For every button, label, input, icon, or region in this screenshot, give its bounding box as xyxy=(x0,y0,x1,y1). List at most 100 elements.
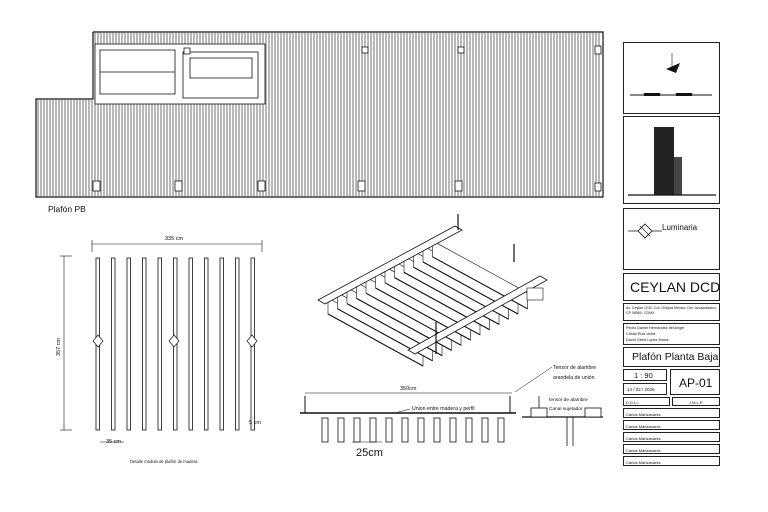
edge-dimension-label: 5 cm xyxy=(249,420,261,426)
reviewer-row: Carlos Manzanarez xyxy=(623,444,720,454)
reviewer-name: Carlos Manzanarez xyxy=(626,424,661,429)
iso-slats xyxy=(327,240,528,367)
date-panel: 14 / 02 / 2026 xyxy=(623,383,667,395)
luminaria-icon xyxy=(628,223,662,239)
tensor-small-label: tensor de alambre xyxy=(549,397,588,403)
spacing-dimension-label: 35 cm xyxy=(106,439,121,445)
module-detail: 335 cm 357 cm 35 cm 5 cm Detalle módulo … xyxy=(56,236,263,464)
section-slat xyxy=(417,417,425,443)
sheet-title: Plafón Planta Baja xyxy=(632,351,719,363)
plan-column xyxy=(174,180,183,192)
plan-column xyxy=(357,180,366,192)
section-slats xyxy=(321,417,505,443)
sheet-number: AP-01 xyxy=(679,376,713,390)
code-left: D.D.L.I. xyxy=(626,400,640,405)
section-slat xyxy=(401,417,409,443)
company-panel: CEYLAN DCD xyxy=(623,273,720,301)
team-member: Cristal Ruiz Uribe xyxy=(626,332,656,336)
iso-channel xyxy=(407,275,548,355)
plan-column xyxy=(92,180,101,192)
module-slat xyxy=(111,257,116,431)
module-slat xyxy=(142,257,147,431)
tensor-label: Tensor de alambre xyxy=(553,365,596,371)
north-scale-panel xyxy=(623,42,720,114)
legend-panel: Luminaria xyxy=(623,208,720,270)
iso-bracket xyxy=(526,287,544,301)
code-right-panel: J.M.L.P. xyxy=(672,397,720,406)
building-elevation-icon xyxy=(628,127,716,196)
scale-value: 1 : 90 xyxy=(634,371,653,380)
union-leader xyxy=(394,408,411,414)
north-arrow-icon xyxy=(630,53,712,96)
company-name: CEYLAN DCD xyxy=(630,279,721,295)
address-text: Av. Ceylan 1230, Col. Oxtipra Mexico, De… xyxy=(626,306,717,315)
plan-title: Plafón PB xyxy=(48,204,86,214)
iso-slat-edge xyxy=(327,313,424,367)
address-panel: Av. Ceylan 1230, Col. Oxtipra Mexico, De… xyxy=(623,303,720,321)
building-thumbnail-panel xyxy=(623,116,720,204)
plan-outline xyxy=(35,31,604,198)
date-value: 14 / 02 / 2026 xyxy=(627,387,655,392)
plan-column xyxy=(594,182,602,192)
module-slats xyxy=(92,257,258,431)
reviewer-row: Carlos Manzanarez xyxy=(623,456,720,466)
tensor-leader xyxy=(514,366,553,393)
section-slat xyxy=(337,417,345,443)
arandela-label: arandela de unión xyxy=(553,375,595,381)
section-slat xyxy=(353,417,361,443)
team-member: David Obed Lopez Ibarra xyxy=(626,338,669,342)
ceiling-plan: Plafón PB xyxy=(35,31,604,214)
section-slat xyxy=(385,417,393,443)
plan-column xyxy=(183,47,191,55)
height-dimension-label: 357 cm xyxy=(56,338,62,356)
module-slat xyxy=(219,257,224,431)
code-left-panel: D.D.L.I. xyxy=(623,397,670,406)
plan-slats xyxy=(37,33,600,196)
canal-label: Canal sujetador xyxy=(549,406,583,412)
reviewer-name: Carlos Manzanarez xyxy=(626,412,661,417)
reviewer-name: Carlos Manzanarez xyxy=(626,460,661,465)
section-slat xyxy=(465,417,473,443)
module-slat xyxy=(126,257,131,431)
plan-room-inner xyxy=(189,57,253,79)
union-label: Union entre madera y perfil xyxy=(412,406,475,412)
iso-channel xyxy=(317,225,463,305)
section-slat xyxy=(481,417,489,443)
module-slat xyxy=(204,257,209,431)
section-detail: 350cm Union entre madera y perfil 25cm T… xyxy=(300,365,603,459)
slat-dimension-label: 25cm xyxy=(356,447,383,459)
reviewer-row: Carlos Manzanarez xyxy=(623,408,720,418)
section-slat xyxy=(321,417,329,443)
team-member: Pedro Daniel Hernandez del Angel xyxy=(626,326,685,330)
scale-panel: 1 : 90 xyxy=(623,369,667,381)
connector-clip xyxy=(584,407,602,418)
legend-luminaria-label: Luminaria xyxy=(662,223,698,232)
connector-clip xyxy=(530,407,548,418)
span-dimension-label: 350cm xyxy=(400,386,417,392)
module-slat xyxy=(235,257,240,431)
luminaria-icon xyxy=(168,334,180,348)
section-slat xyxy=(449,417,457,443)
section-slat xyxy=(369,417,377,443)
width-dimension-label: 335 cm xyxy=(165,236,183,242)
luminaria-icon xyxy=(92,334,104,348)
plan-column xyxy=(594,45,602,55)
sheet-title-panel: Plafón Planta Baja xyxy=(623,347,720,367)
isometric-detail xyxy=(317,214,548,367)
module-caption: Detalle módulo de plafón de madera xyxy=(130,459,198,464)
module-slat xyxy=(188,257,193,431)
plan-bottom-columns xyxy=(92,180,463,192)
plan-column xyxy=(257,180,266,192)
plan-column xyxy=(457,46,465,54)
code-right: J.M.L.P. xyxy=(689,400,704,405)
module-slat xyxy=(157,257,162,431)
reviewer-row: Carlos Manzanarez xyxy=(623,432,720,442)
team-panel: Pedro Daniel Hernandez del Angel Cristal… xyxy=(623,323,720,345)
luminaria-icon xyxy=(246,334,258,348)
section-slat xyxy=(433,417,441,443)
section-slat xyxy=(497,417,505,443)
plan-column xyxy=(361,46,369,54)
reviewer-name: Carlos Manzanarez xyxy=(626,448,661,453)
reviewer-name: Carlos Manzanarez xyxy=(626,436,661,441)
